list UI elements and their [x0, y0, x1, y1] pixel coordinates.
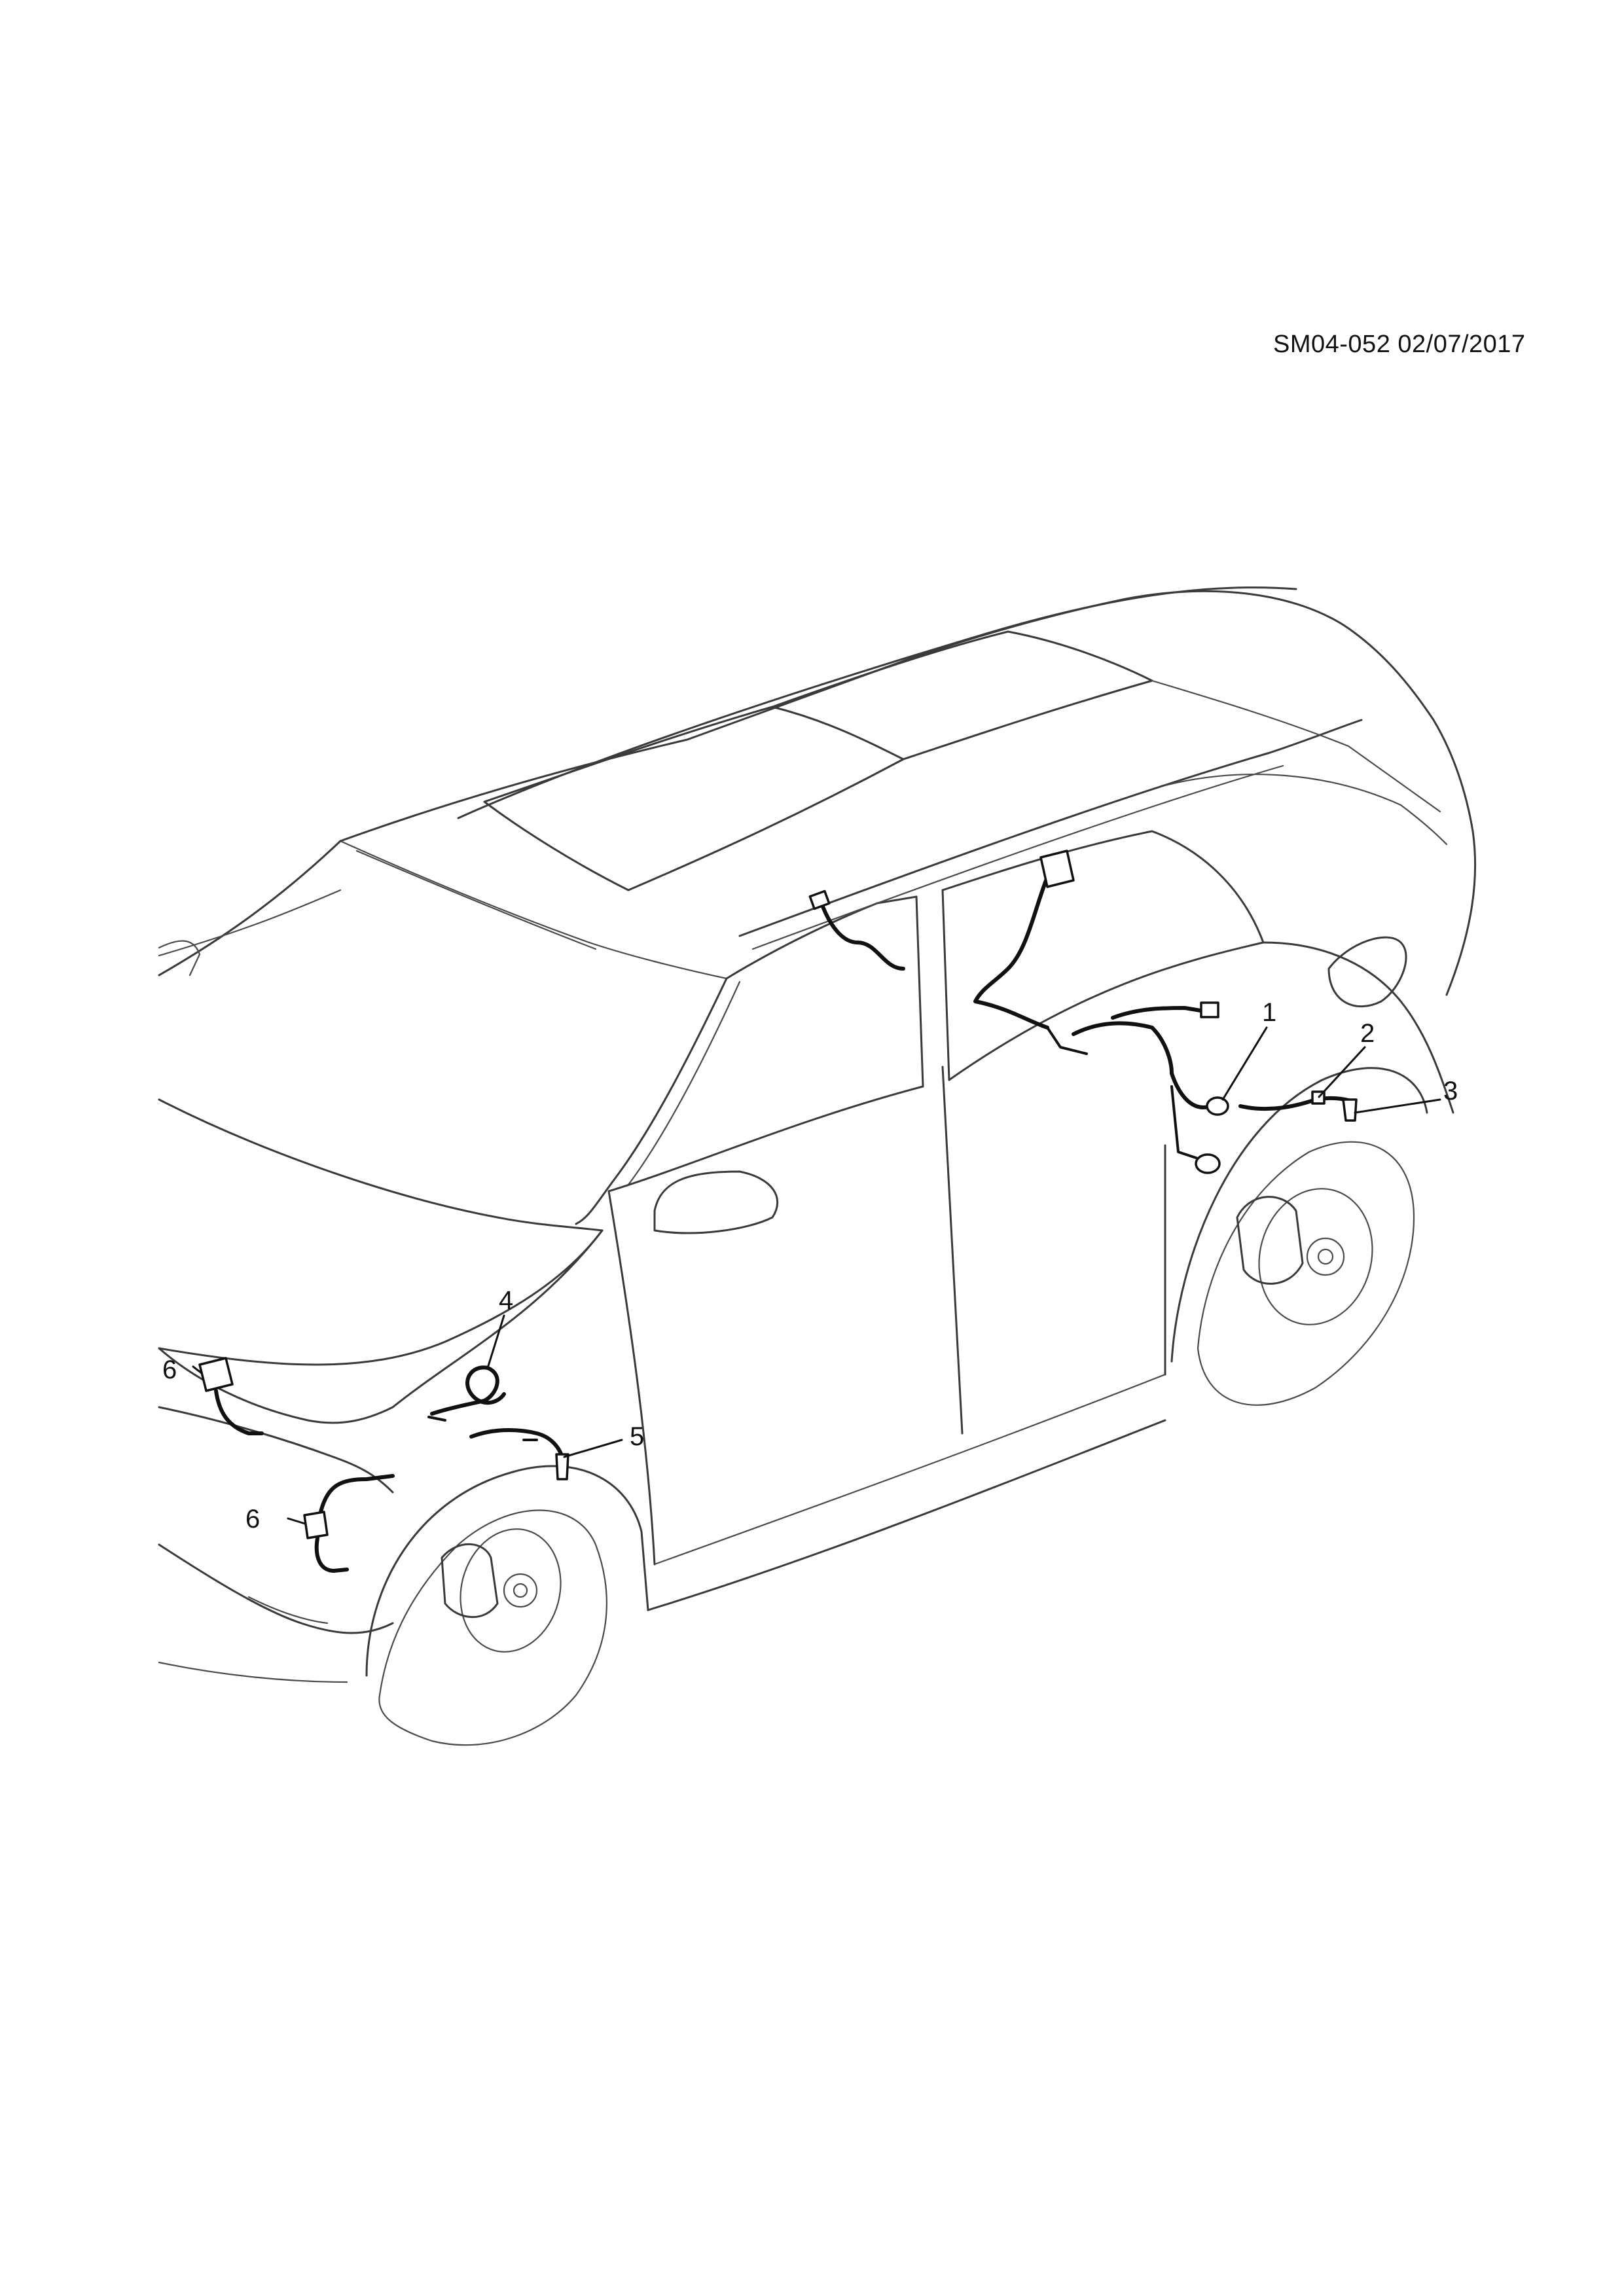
front-tire: [378, 1509, 607, 1746]
leader-6b: [287, 1517, 306, 1525]
door-bottom: [653, 1373, 1166, 1566]
roof-rail-far: [457, 586, 1297, 819]
callout-3: 3: [1443, 1077, 1458, 1105]
part-6-harness-lower: [319, 1474, 395, 1514]
part-6-module-upper: [198, 1357, 234, 1392]
rear-wheel-arch: [1170, 1067, 1428, 1363]
part-1-harness-b-pillar: [973, 875, 1049, 1030]
part-1-harness-tail: [1170, 1071, 1213, 1109]
rear-brake-assembly: [1236, 1188, 1373, 1325]
part-1-harness-branch: [1046, 1026, 1088, 1055]
b-pillar-rear: [941, 889, 950, 1081]
callout-4: 4: [499, 1286, 513, 1315]
hood-front-edge: [158, 1229, 604, 1366]
document-id: SM04-052 02/07/2017: [1273, 331, 1526, 358]
hood-crease: [158, 889, 342, 957]
front-window-top: [725, 895, 918, 980]
side-mirror: [653, 1170, 779, 1234]
front-brake-caliper: [441, 1543, 499, 1619]
part-5-sensor: [555, 1453, 569, 1480]
headlamp-upper: [158, 1347, 394, 1424]
part-3-sensor: [1342, 1098, 1358, 1122]
front-hub: [503, 1573, 538, 1608]
part-4-harness-end: [427, 1416, 446, 1422]
a-pillar-inner: [627, 980, 741, 1186]
sunroof-rear: [771, 630, 1153, 761]
leader-4: [486, 1314, 505, 1369]
rear-hub-center: [1317, 1248, 1334, 1265]
part-6-harness-lower-tail: [314, 1536, 349, 1573]
leader-5: [563, 1439, 623, 1458]
roof-rail-near: [738, 719, 1363, 937]
leader-2: [1318, 1046, 1366, 1098]
rear-brake-rotor: [1258, 1188, 1373, 1325]
callout-5: 5: [630, 1422, 644, 1451]
callout-leaders: [192, 1026, 1441, 1525]
front-bumper: [158, 1543, 394, 1634]
rear-hub: [1306, 1237, 1345, 1276]
front-brake-assembly: [441, 1528, 562, 1653]
part-1-connector-c: [1195, 1153, 1221, 1174]
callout-1: 1: [1262, 998, 1276, 1027]
part-1-connector-a: [808, 889, 831, 910]
rear-brake-caliper: [1236, 1196, 1304, 1285]
rocker-panel: [647, 1419, 1166, 1611]
vehicle-body: [158, 586, 1477, 1746]
rear-quarter: [1262, 941, 1454, 1114]
b-pillar-front: [915, 895, 924, 1088]
part-6-harness-upper: [214, 1389, 264, 1435]
part-1-harness-drop: [1170, 1085, 1199, 1160]
part-1-harness-front-door: [820, 901, 905, 971]
callout-6-lower: 6: [245, 1505, 260, 1534]
rear-window: [941, 830, 1265, 1081]
part-1-grommet: [1206, 1096, 1229, 1116]
front-door-leading: [607, 1190, 656, 1566]
wiper-area: [158, 940, 201, 977]
front-hub-center: [513, 1583, 528, 1598]
b-pillar-cut: [941, 1066, 964, 1435]
part-1-connector-b: [1200, 1001, 1219, 1018]
windshield-top: [339, 840, 728, 980]
lower-valance: [158, 1661, 348, 1683]
part-5-harness: [469, 1428, 565, 1462]
part-1-harness-rear: [1072, 1021, 1174, 1075]
rear-pillar: [1445, 830, 1477, 996]
liftgate-glass: [1164, 774, 1448, 846]
callout-labels: 1 2 3 4 5 6 6: [162, 998, 1458, 1534]
fog-lamp: [247, 1596, 329, 1624]
leader-3: [1354, 1098, 1441, 1114]
windshield-inner: [355, 850, 597, 950]
front-brake-rotor: [460, 1528, 562, 1653]
part-1-module: [1039, 850, 1075, 888]
hood-rear-edge: [158, 1098, 604, 1232]
callout-6-upper: 6: [162, 1355, 177, 1384]
front-wheel-arch: [365, 1465, 649, 1677]
wiring-parts: [198, 850, 1358, 1573]
part-1-harness-upper: [1111, 1006, 1206, 1020]
roof-line: [339, 590, 1474, 842]
front-window-sill: [607, 1085, 924, 1193]
callout-2: 2: [1360, 1019, 1375, 1048]
part-4-harness: [430, 1365, 506, 1416]
sunroof-front: [483, 706, 905, 891]
a-pillar: [575, 977, 728, 1225]
front-fender-top: [391, 1229, 604, 1408]
leader-6a: [192, 1365, 203, 1374]
fuel-door: [1327, 936, 1407, 1008]
windshield-base: [158, 840, 342, 977]
rear-spoiler: [1151, 679, 1441, 813]
part-6-module-lower: [303, 1511, 329, 1539]
rear-tire: [1197, 1141, 1415, 1406]
part-2-harness: [1238, 1096, 1357, 1111]
leader-1: [1221, 1026, 1268, 1101]
